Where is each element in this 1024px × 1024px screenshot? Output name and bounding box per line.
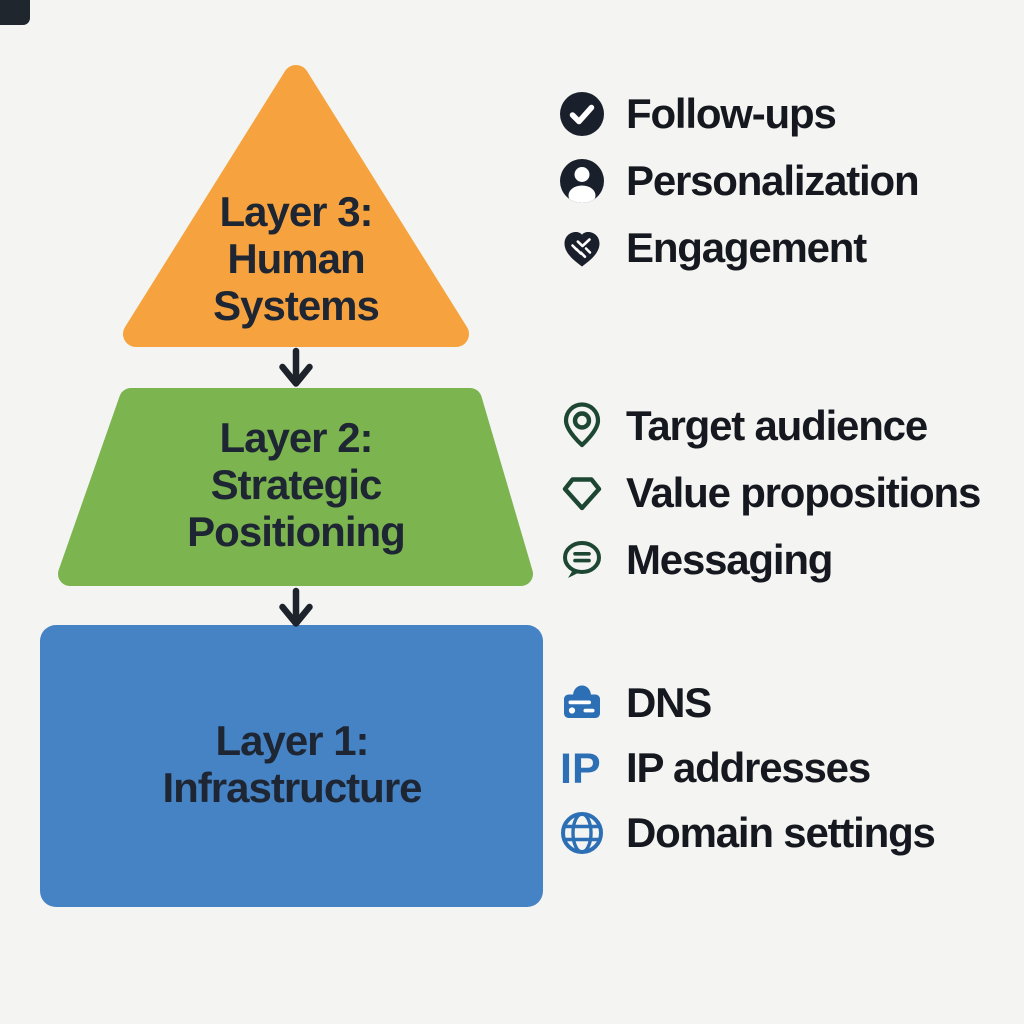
legend-item-label: Target audience: [626, 402, 928, 449]
gem-icon: [562, 477, 602, 511]
check-circle-icon: [560, 92, 604, 136]
legend-item: Engagement: [558, 224, 918, 272]
layer3-title-line: Systems: [213, 282, 380, 329]
legend-item: Value propositions: [558, 469, 981, 517]
corner-artifact: [0, 0, 30, 25]
layer1-title-line: Infrastructure: [162, 764, 422, 811]
layer2-title: Layer 2: Strategic Positioning: [96, 414, 496, 555]
handshake-icon: [564, 232, 600, 267]
legend-group-human-systems: Follow-ups Personalization: [558, 90, 920, 272]
arrow-layer2-to-layer1: [279, 587, 313, 627]
legend-group-infrastructure: DNS IP IP addresses Domain settings: [558, 679, 936, 857]
legend-item-label: Personalization: [626, 157, 920, 204]
layer3-triangle-shape: [123, 65, 469, 347]
legend-item: Messaging: [558, 536, 980, 584]
legend-item-label: Domain settings: [626, 809, 936, 856]
layer2-title-line: Layer 2:: [219, 414, 373, 461]
chat-bubble-icon: [563, 541, 601, 578]
legend-item: DNS: [558, 679, 935, 727]
arrow-layer3-to-layer2: [279, 347, 313, 387]
layer2-title-line: Strategic: [210, 461, 383, 508]
layer1-title-line: Layer 1:: [215, 717, 369, 764]
target-pin-icon: [563, 402, 601, 448]
legend-item-label: Follow-ups: [626, 90, 837, 137]
legend-item: Domain settings: [558, 809, 936, 857]
legend-group-strategic-positioning: Target audience Value propositions Messa…: [558, 402, 981, 584]
legend-item: Personalization: [558, 157, 920, 205]
layer2-trapezoid-shape: [58, 388, 533, 586]
svg-text:IP: IP: [560, 745, 601, 792]
layer1-title: Layer 1: Infrastructure: [92, 717, 492, 811]
server-icon: [564, 685, 600, 718]
user-circle-icon: [560, 159, 604, 203]
layer2-title-line: Positioning: [187, 508, 406, 555]
legend-item-label: Messaging: [626, 536, 833, 583]
layer3-title: Layer 3: Human Systems: [116, 188, 476, 329]
ip-letters-icon: IP: [560, 745, 601, 792]
legend-item: Follow-ups: [558, 90, 918, 138]
layer3-title-line: Human: [227, 235, 365, 282]
legend-item: IP IP addresses: [558, 744, 935, 792]
globe-icon: [561, 812, 603, 854]
legend-item: Target audience: [558, 402, 980, 450]
legend-item-label: DNS: [626, 679, 712, 726]
legend-item-label: Value propositions: [626, 469, 981, 516]
legend-item-label: Engagement: [626, 224, 867, 271]
layer3-title-line: Layer 3:: [219, 188, 373, 235]
layer1-rectangle-shape: [40, 625, 543, 907]
legend-item-label: IP addresses: [626, 744, 871, 791]
